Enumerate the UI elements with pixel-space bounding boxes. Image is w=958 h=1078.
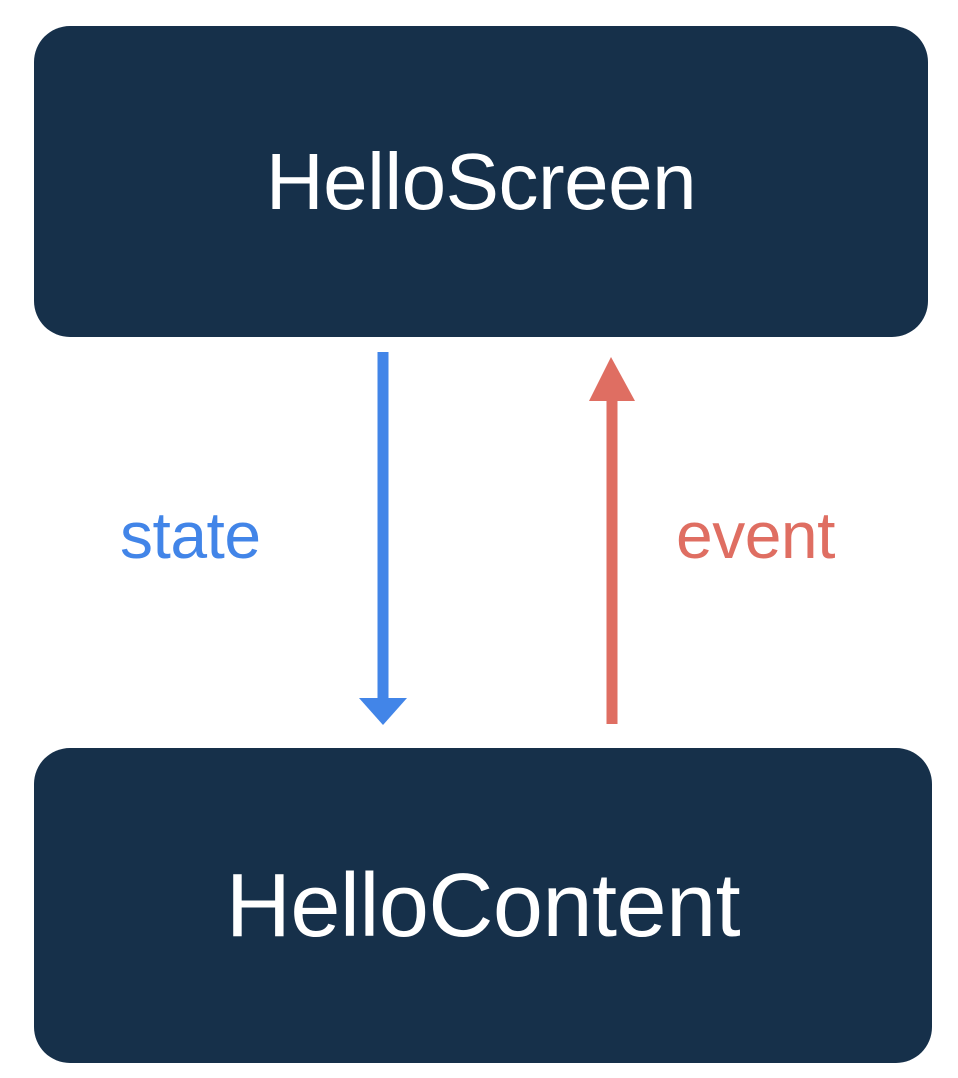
arrow-state-down-icon bbox=[359, 352, 407, 725]
arrow-event-up-icon bbox=[589, 357, 635, 724]
node-hello-screen[interactable]: HelloScreen bbox=[34, 26, 928, 337]
node-hello-screen-label: HelloScreen bbox=[265, 136, 697, 226]
edge-label-state: state bbox=[120, 498, 261, 572]
node-hello-content[interactable]: HelloContent bbox=[34, 748, 932, 1063]
node-hello-content-label: HelloContent bbox=[225, 855, 741, 956]
edge-label-event: event bbox=[676, 498, 835, 572]
